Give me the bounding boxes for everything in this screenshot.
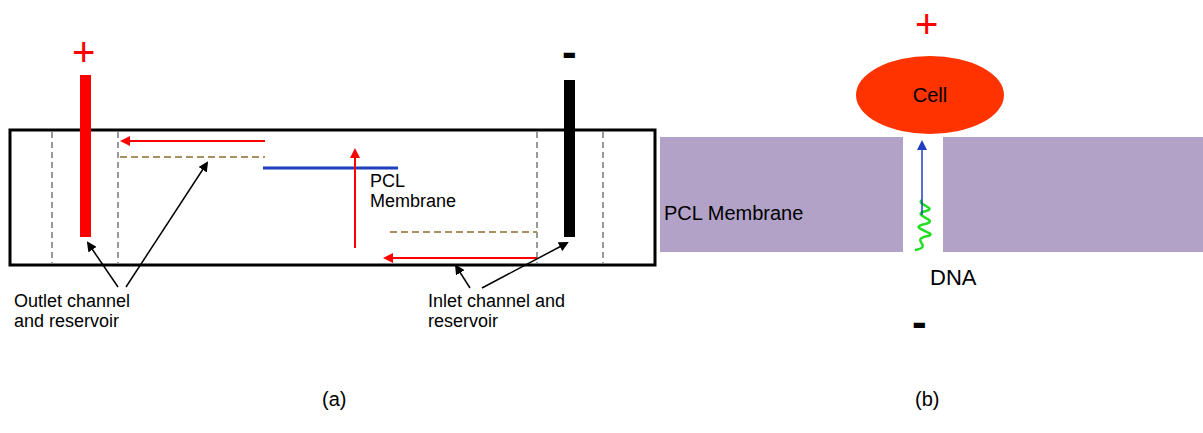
part-label: DNA: [930, 266, 976, 290]
translocation-arrow: [921, 142, 923, 215]
panel-label: (b): [915, 388, 939, 410]
polarity-sign: -: [562, 28, 577, 76]
polarity-sign: -: [912, 298, 927, 346]
part-label: Inlet channel and reservoir: [428, 292, 578, 332]
node-text: Cell: [913, 84, 947, 107]
membrane-band-left: [660, 137, 903, 252]
cell-shape: [856, 56, 1004, 134]
membrane-band-right: [943, 137, 1203, 252]
leader-lines: [88, 163, 567, 288]
polarity-sign: +: [72, 30, 95, 74]
cathode-electrode: [564, 80, 575, 237]
reservoir-walls: [52, 132, 603, 263]
outlet-channel: [120, 156, 265, 158]
device-body: [10, 130, 655, 265]
flow-arrows: [122, 141, 537, 258]
polarity-sign: +: [915, 2, 938, 46]
part-label: Outlet channel and reservoir: [14, 292, 164, 332]
pcl-membrane-band: PCL Membrane: [664, 193, 894, 233]
pcl-membrane-line: [263, 167, 398, 170]
part-label: PCL Membrane: [370, 172, 480, 212]
node-text: PCL Membrane: [664, 202, 803, 225]
dna-strand: [915, 200, 931, 250]
panel-label: (a): [322, 388, 346, 410]
cell-ellipse: Cell: [855, 55, 1005, 135]
inlet-channel: [390, 231, 537, 233]
anode-electrode: [80, 75, 91, 237]
